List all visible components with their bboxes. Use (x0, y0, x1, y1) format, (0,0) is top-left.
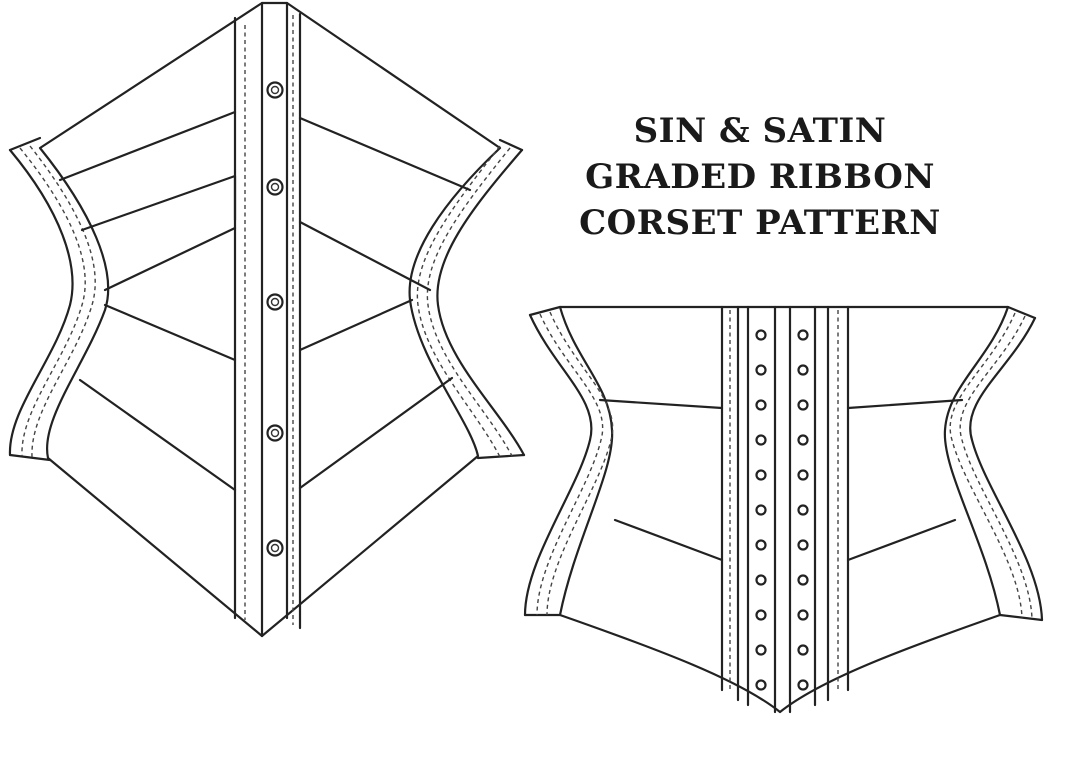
front-right-binding (436, 148, 526, 457)
grommet (797, 364, 809, 376)
front-busk-stud (266, 81, 284, 99)
grommet (755, 679, 767, 691)
grommet (797, 469, 809, 481)
grommet (797, 679, 809, 691)
back-left-binding-stitch-2 (546, 311, 614, 616)
front-right-seam-2 (298, 220, 432, 292)
front-left-seam-3 (103, 226, 237, 292)
back-left-binding (523, 313, 593, 617)
corset-back-view (523, 305, 1044, 714)
grommet (797, 644, 809, 656)
front-right-seam-1 (298, 116, 472, 192)
back-grommets (755, 329, 809, 691)
title-line-1: SIN & SATIN (633, 111, 887, 151)
title-line-3: CORSET PATTERN (579, 203, 941, 243)
front-left-binding-stitch-1 (19, 147, 86, 457)
front-left-seam-1 (58, 110, 237, 182)
grommet (797, 539, 809, 551)
front-left-binding-stitch-2 (29, 145, 96, 458)
back-right-binding-stitch-2 (949, 312, 1023, 619)
title-line-2: GRADED RIBBON (585, 157, 935, 197)
back-right-binding (969, 316, 1044, 622)
front-outline (38, 1, 502, 638)
front-right-binding-stitch-1 (426, 147, 513, 457)
front-busk-stud (266, 424, 284, 442)
front-left-seam-4 (103, 303, 237, 362)
grommet (755, 644, 767, 656)
front-left-seam-2 (80, 174, 237, 232)
grommet (755, 399, 767, 411)
grommet (797, 504, 809, 516)
grommet (797, 434, 809, 446)
front-busk-stud (266, 539, 284, 557)
back-left-seam-2 (613, 518, 724, 562)
grommet (755, 364, 767, 376)
back-right-seam-2 (846, 518, 957, 562)
front-busk-stud (266, 293, 284, 311)
front-left-binding (8, 148, 74, 457)
front-right-seam-3 (298, 298, 414, 352)
grommet (755, 469, 767, 481)
grommet (755, 329, 767, 341)
front-right-seam-4 (298, 376, 454, 490)
grommet (797, 574, 809, 586)
back-outline (558, 305, 1010, 714)
back-right-seam-1 (846, 398, 964, 410)
grommet (797, 399, 809, 411)
back-right-binding-stitch-1 (959, 315, 1033, 620)
grommet (755, 574, 767, 586)
back-left-binding-stitch-1 (536, 313, 604, 616)
grommet (797, 609, 809, 621)
grommet (755, 609, 767, 621)
front-busk-stud (266, 178, 284, 196)
corset-front-view (8, 1, 526, 638)
back-left-seam-1 (598, 398, 724, 410)
front-left-seam-5 (78, 378, 237, 492)
pattern-title: SIN & SATIN GRADED RIBBON CORSET PATTERN (560, 108, 960, 246)
grommet (755, 539, 767, 551)
front-right-binding-stitch-2 (416, 145, 501, 458)
grommet (755, 504, 767, 516)
grommet (755, 434, 767, 446)
grommet (797, 329, 809, 341)
